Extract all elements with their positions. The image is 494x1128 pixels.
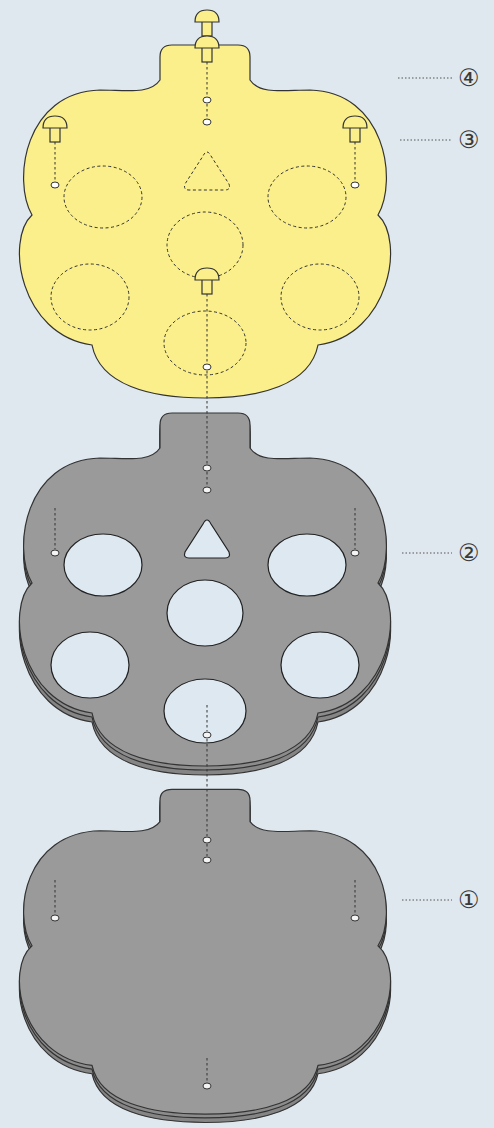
assembly-lines	[55, 62, 355, 1082]
callout-number: ②	[458, 539, 480, 567]
callout-number: ④	[458, 64, 480, 92]
callout-number: ①	[458, 886, 480, 914]
leader-lines	[398, 78, 452, 900]
base-holes	[51, 837, 359, 1089]
screws	[43, 10, 367, 294]
middle-plate	[19, 413, 390, 775]
top-plate	[19, 45, 390, 398]
base-plate	[19, 789, 390, 1122]
callout-number: ③	[458, 126, 480, 154]
